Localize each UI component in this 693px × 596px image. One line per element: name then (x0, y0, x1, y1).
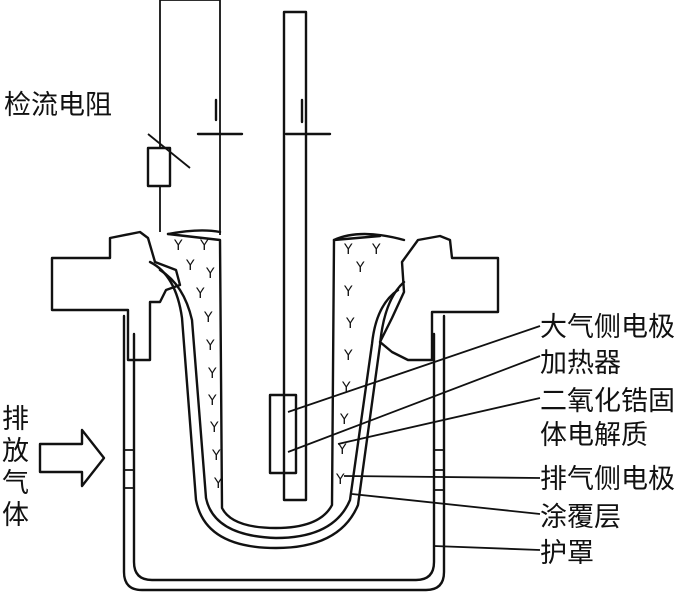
label-shield: 护罩 (540, 538, 594, 569)
label-heater: 加热器 (540, 348, 621, 379)
heater-rod (268, 10, 332, 502)
svg-text:Y: Y (335, 472, 345, 488)
svg-text:Y: Y (205, 266, 215, 282)
svg-text:Y: Y (173, 238, 183, 254)
svg-text:Y: Y (355, 260, 365, 276)
svg-text:Y: Y (339, 412, 349, 428)
label-electrolyte-line-1: 二氧化锆固 (540, 386, 675, 417)
svg-text:Y: Y (343, 242, 353, 258)
svg-text:Y: Y (213, 476, 223, 492)
heater-element (268, 393, 298, 475)
shunt-resistor-symbol (146, 146, 172, 188)
svg-text:Y: Y (343, 348, 353, 364)
svg-text:Y: Y (345, 316, 355, 332)
label-shunt-resistor: 检流电阻 (4, 90, 112, 121)
svg-text:Y: Y (203, 310, 213, 326)
label-exhaust-gas-char-3: 气 (2, 468, 29, 499)
svg-text:Y: Y (207, 393, 217, 409)
label-exhaust-gas: 排 放 气 体 (2, 404, 29, 531)
svg-text:Y: Y (209, 420, 219, 436)
label-electrolyte-line-2: 体电解质 (540, 420, 648, 451)
label-exhaust-gas-char-2: 放 (2, 436, 29, 467)
svg-text:Y: Y (205, 338, 215, 354)
svg-text:Y: Y (341, 380, 351, 396)
label-atmosphere-electrode: 大气侧电极 (540, 312, 675, 343)
zirconia-electrolyte: Y Y Y Y Y Y Y Y Y Y Y Y Y Y Y Y Y Y Y Y … (148, 229, 406, 550)
svg-text:Y: Y (371, 242, 381, 258)
label-exhaust-electrode: 排气侧电极 (540, 464, 675, 495)
svg-text:Y: Y (207, 366, 217, 382)
svg-text:Y: Y (199, 238, 209, 254)
svg-text:Y: Y (343, 284, 353, 300)
svg-text:Y: Y (211, 448, 221, 464)
label-exhaust-gas-char-1: 排 (2, 404, 29, 435)
svg-text:Y: Y (195, 286, 205, 302)
label-exhaust-gas-char-4: 体 (2, 500, 29, 531)
leader-lines (147, 133, 541, 551)
sensor-housing (50, 230, 500, 362)
exhaust-flow-arrow-icon (38, 428, 106, 488)
svg-text:Y: Y (337, 442, 347, 458)
protective-shield (122, 314, 446, 592)
label-coating: 涂覆层 (540, 502, 621, 533)
electrolyte-y-pattern: Y Y Y Y Y Y Y Y Y Y Y Y Y Y Y Y Y Y Y Y … (173, 238, 381, 492)
svg-text:Y: Y (185, 258, 195, 274)
signal-wire (146, 0, 244, 235)
